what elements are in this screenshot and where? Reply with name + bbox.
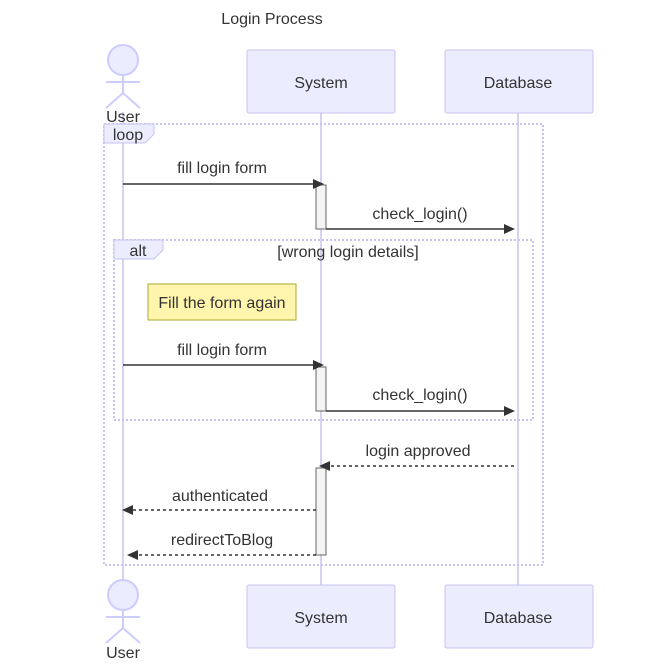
- message-label: authenticated: [172, 488, 268, 505]
- user-actor-icon: [107, 579, 139, 611]
- participant-system-top: System: [246, 49, 396, 114]
- message-label: check_login(): [372, 206, 467, 223]
- user-actor-icon: [107, 44, 139, 76]
- message-label: fill login form: [177, 160, 267, 177]
- arrowhead-icon: [122, 505, 133, 515]
- activation-system-2: [315, 366, 327, 412]
- arrowhead-icon: [127, 550, 138, 560]
- alt-condition: [wrong login details]: [277, 244, 418, 261]
- message-6: authenticated: [122, 488, 316, 515]
- participant-label-database-top: Database: [484, 75, 553, 92]
- participant-database-bottom: Database: [444, 584, 594, 649]
- arrowhead-icon: [504, 406, 515, 416]
- message-1: fill login form: [123, 160, 324, 189]
- alt-label: alt: [130, 243, 147, 260]
- message-label: fill login form: [177, 342, 267, 359]
- activation-system-3: [315, 467, 327, 556]
- alt-fragment-tab: [113, 239, 164, 260]
- arrowhead-icon: [313, 360, 324, 370]
- alt-fragment: [113, 239, 534, 421]
- diagram-title: Login Process: [221, 11, 322, 28]
- actor-label-user-bottom: User: [106, 645, 140, 662]
- actor-user-top: User: [105, 44, 141, 126]
- message-label: redirectToBlog: [171, 532, 273, 549]
- arrowhead-icon: [313, 179, 324, 189]
- message-label: check_login(): [372, 387, 467, 404]
- loop-label: loop: [113, 127, 143, 144]
- actor-label-user-top: User: [106, 109, 140, 126]
- message-3: fill login form: [123, 342, 324, 370]
- participant-label-database-bottom: Database: [484, 610, 553, 627]
- participant-label-system-top: System: [294, 75, 347, 92]
- arrowhead-icon: [504, 224, 515, 234]
- note-text: Fill the form again: [158, 295, 285, 312]
- activation-system-1: [315, 184, 327, 230]
- arrowhead-icon: [319, 461, 330, 471]
- actor-user-bottom: User: [105, 579, 141, 662]
- message-5: login approved: [319, 443, 514, 471]
- message-4: check_login(): [326, 387, 515, 416]
- participant-system-bottom: System: [246, 584, 396, 649]
- message-2: check_login(): [326, 206, 515, 234]
- note: Fill the form again: [147, 283, 297, 321]
- participant-database-top: Database: [444, 49, 594, 114]
- message-7: redirectToBlog: [127, 532, 316, 560]
- loop-fragment-tab: [103, 123, 155, 144]
- participant-label-system-bottom: System: [294, 610, 347, 627]
- message-label: login approved: [366, 443, 471, 460]
